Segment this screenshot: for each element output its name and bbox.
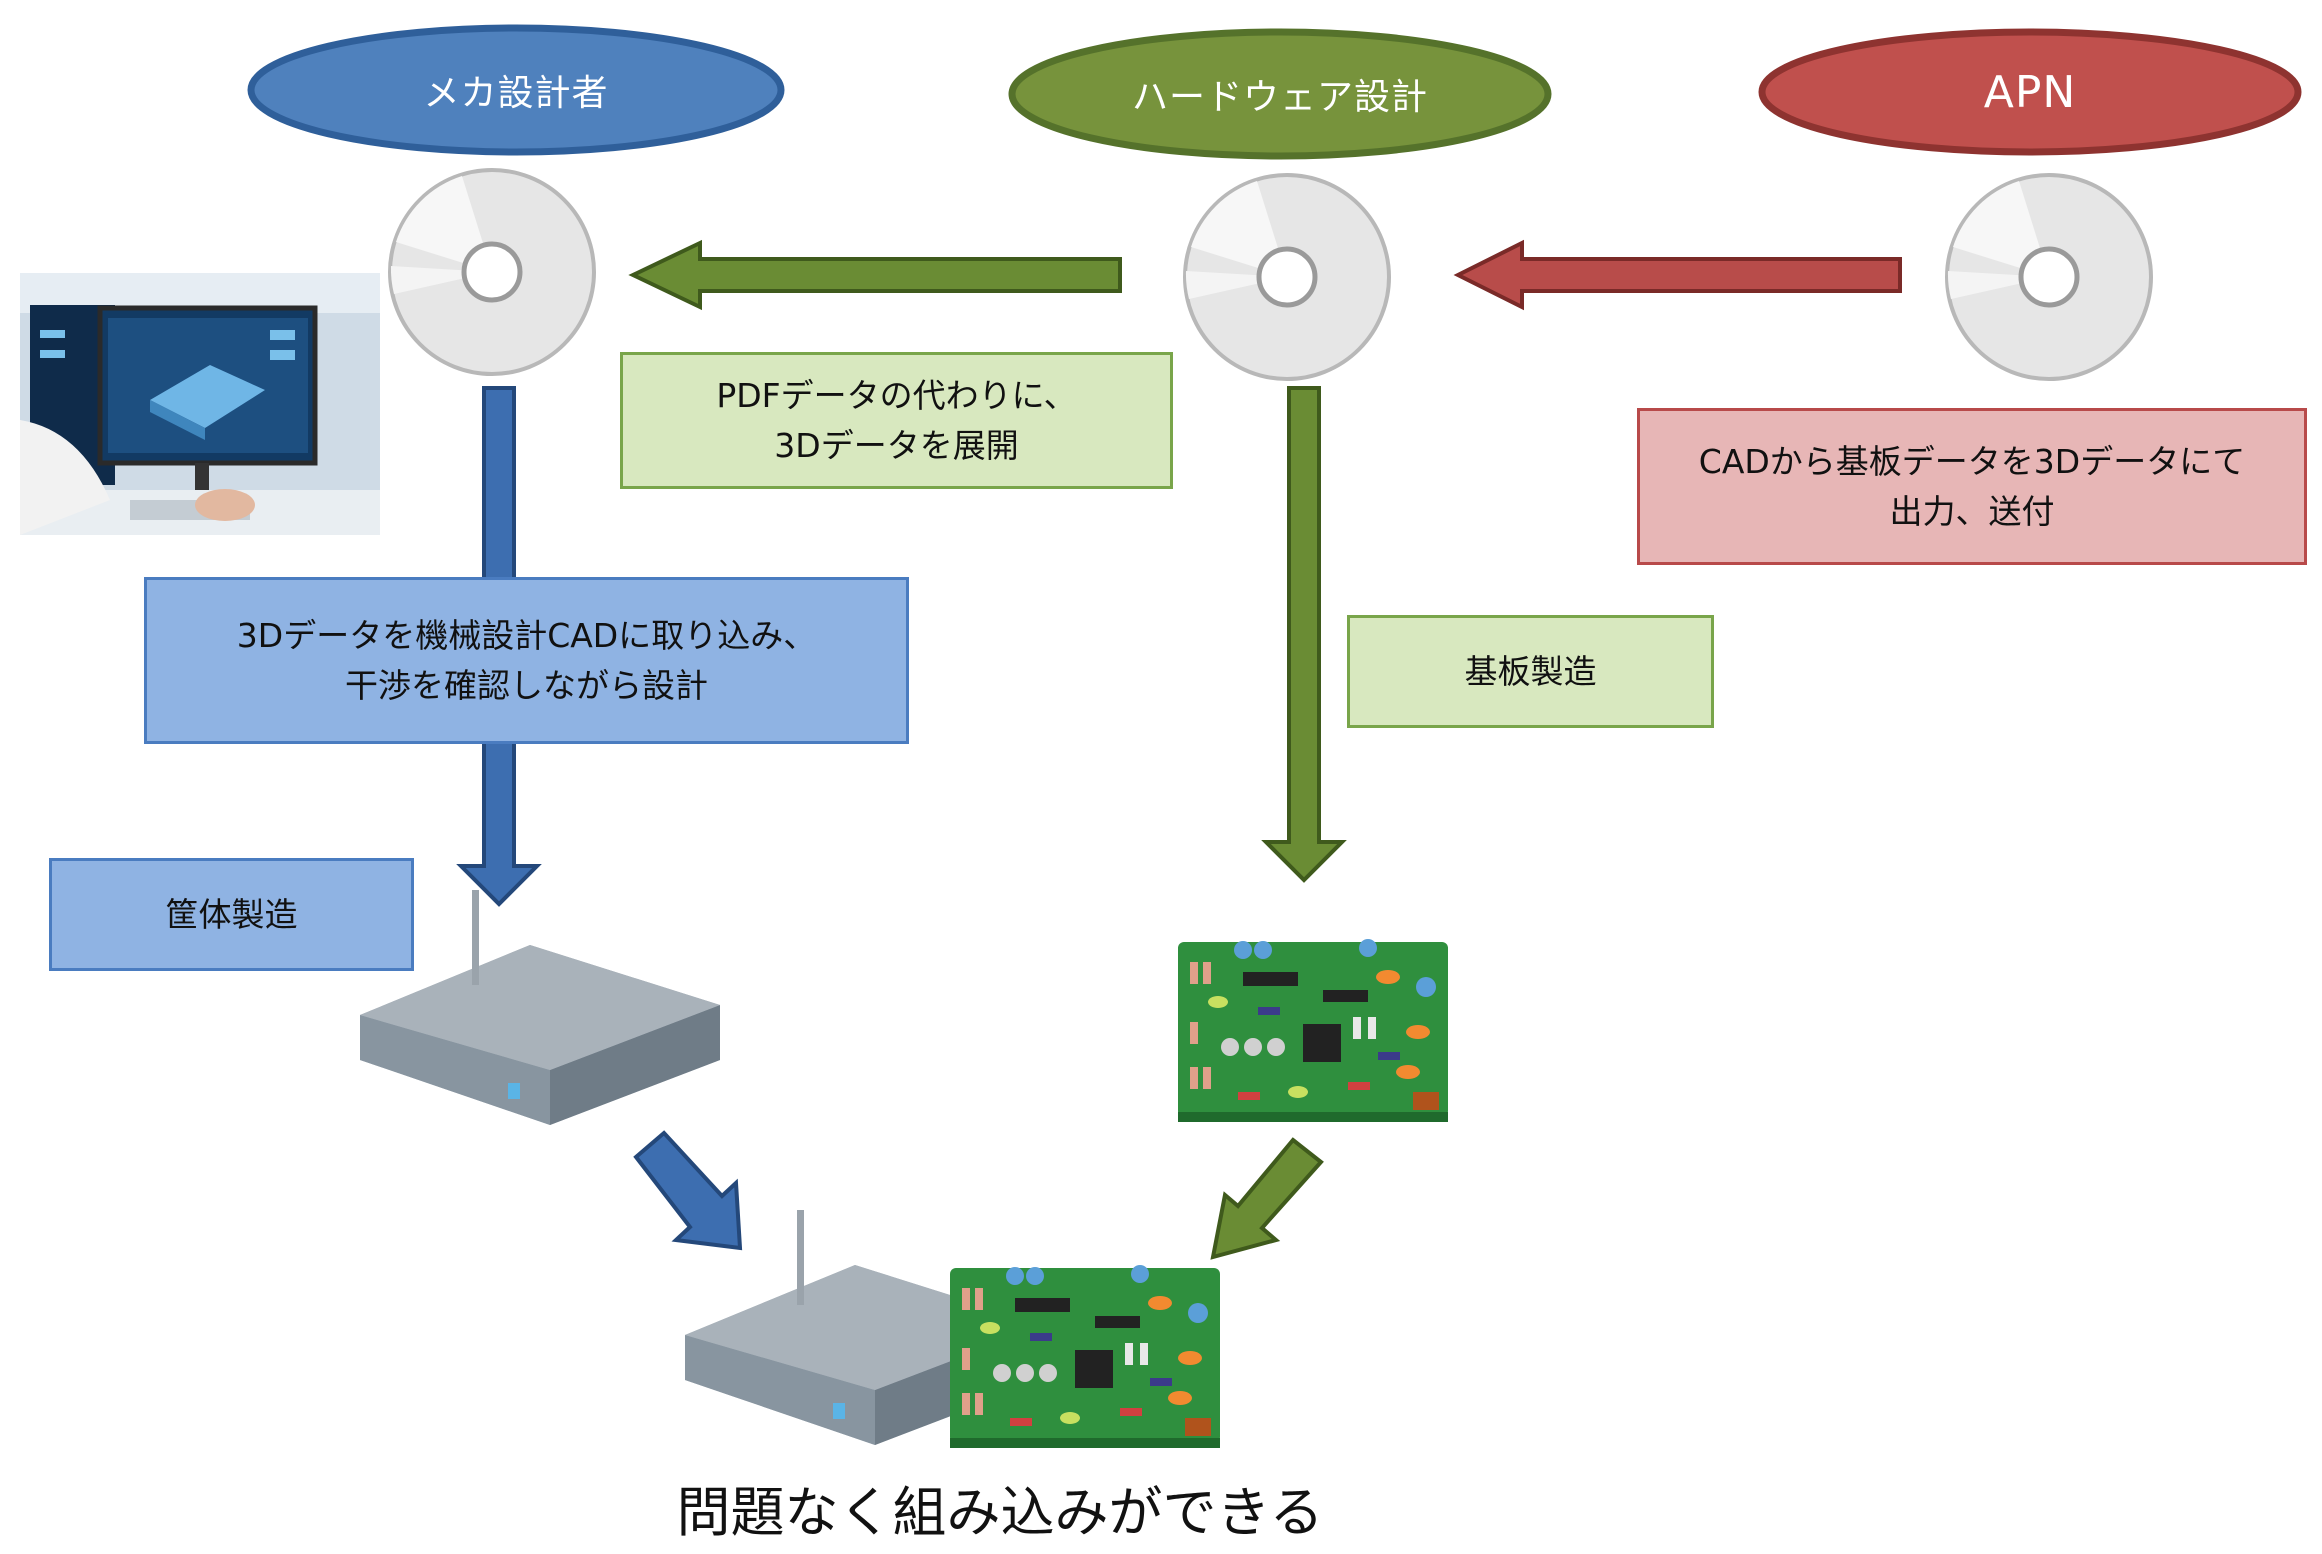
arrow-case-to-assembly — [633, 1130, 743, 1251]
actor-label-apn: APN — [1983, 66, 2077, 118]
actor-oval-hardware — [1008, 28, 1552, 160]
arrow-apn-to-hardware — [1453, 239, 1902, 311]
note-line: 基板製造 — [1464, 651, 1597, 691]
note-line: 出力、送付 — [1889, 491, 2055, 531]
note-line: 3Dデータを展開 — [774, 425, 1019, 465]
actor-label-mech: メカ設計者 — [423, 73, 609, 114]
note-mech-design: 3Dデータを機械設計CADに取り込み、 干渉を確認しながら設計 — [144, 577, 909, 744]
device-box-icon — [360, 890, 720, 1125]
note-line: CADから基板データを3Dデータにて — [1698, 442, 2246, 481]
note-pdf-to-3d: PDFデータの代わりに、 3Dデータを展開 — [620, 352, 1173, 489]
workstation-photo — [20, 273, 380, 535]
disc-icon — [390, 170, 594, 374]
note-case-mfg: 筐体製造 — [49, 858, 414, 971]
arrow-hardware-to-mech — [628, 239, 1122, 311]
circuit-board-icon — [950, 1265, 1220, 1448]
disc-icon — [1185, 175, 1389, 379]
circuit-board-icon — [1178, 939, 1448, 1122]
note-apn-output: CADから基板データを3Dデータにて 出力、送付 — [1637, 408, 2307, 565]
arrow-hardware-down — [1261, 386, 1347, 883]
note-line: PDFデータの代わりに、 — [716, 376, 1077, 415]
arrow-board-to-assembly — [1210, 1137, 1324, 1260]
actor-oval-apn — [1758, 28, 2302, 156]
actor-oval-mech — [247, 24, 785, 156]
note-line: 3Dデータを機械設計CADに取り込み、 — [236, 616, 817, 655]
actor-label-hardware: ハードウェア設計 — [1131, 77, 1428, 118]
note-line: 干渉を確認しながら設計 — [345, 665, 708, 705]
disc-icon — [1947, 175, 2151, 379]
note-board-mfg: 基板製造 — [1347, 615, 1714, 728]
note-line: 筐体製造 — [165, 894, 298, 934]
assembly-caption: 問題なく組み込みができる — [676, 1481, 1324, 1544]
